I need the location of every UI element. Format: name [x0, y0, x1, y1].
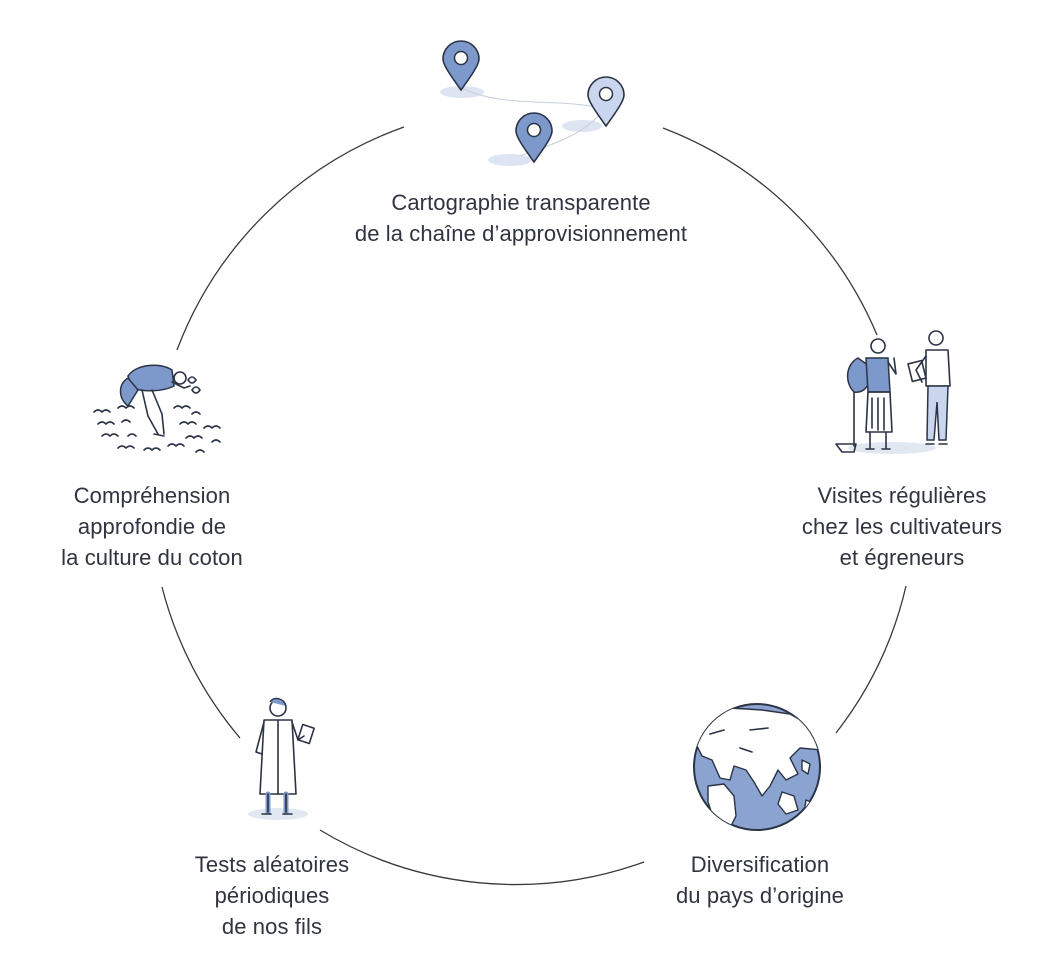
step-label-line: la culture du coton [61, 545, 243, 570]
ring-arc-top-left [176, 126, 405, 351]
map-pins-icon [440, 40, 625, 166]
step-label-mapping: Cartographie transparente de la chaîne d… [321, 187, 721, 249]
globe-icon [693, 703, 821, 831]
step-label-visits: Visites régulières chez les cultivateurs… [762, 480, 1042, 573]
step-label-tests: Tests aléatoires périodiques de nos fils [142, 849, 402, 942]
farmer-visit-icon [835, 330, 951, 454]
step-label-line: et égreneurs [839, 545, 965, 570]
cotton-picker-icon [93, 364, 221, 453]
step-label-line: du pays d’origine [675, 883, 845, 908]
step-label-line: Tests aléatoires [194, 852, 350, 877]
ring-arc-top-right [662, 127, 878, 336]
pin-center [515, 112, 553, 164]
step-label-line: Cartographie transparente [391, 190, 651, 215]
step-label-culture: Compréhension approfondie de la culture … [22, 480, 282, 573]
step-label-origin: Diversification du pays d’origine [620, 849, 900, 911]
ring-arc-right [835, 585, 907, 734]
step-label-line: Visites régulières [817, 483, 987, 508]
step-label-line: Compréhension [73, 483, 231, 508]
ring-arc-left [161, 586, 241, 739]
step-label-line: de nos fils [221, 914, 323, 939]
pin-right [587, 76, 625, 128]
step-label-line: approfondie de [77, 514, 227, 539]
lab-scientist-icon [248, 697, 315, 820]
ring-arc-bottom [319, 829, 645, 886]
step-label-line: périodiques [214, 883, 330, 908]
pin-left [442, 40, 480, 92]
step-label-line: chez les cultivateurs [801, 514, 1003, 539]
step-label-line: Diversification [690, 852, 830, 877]
step-label-line: de la chaîne d’approvisionnement [354, 221, 688, 246]
